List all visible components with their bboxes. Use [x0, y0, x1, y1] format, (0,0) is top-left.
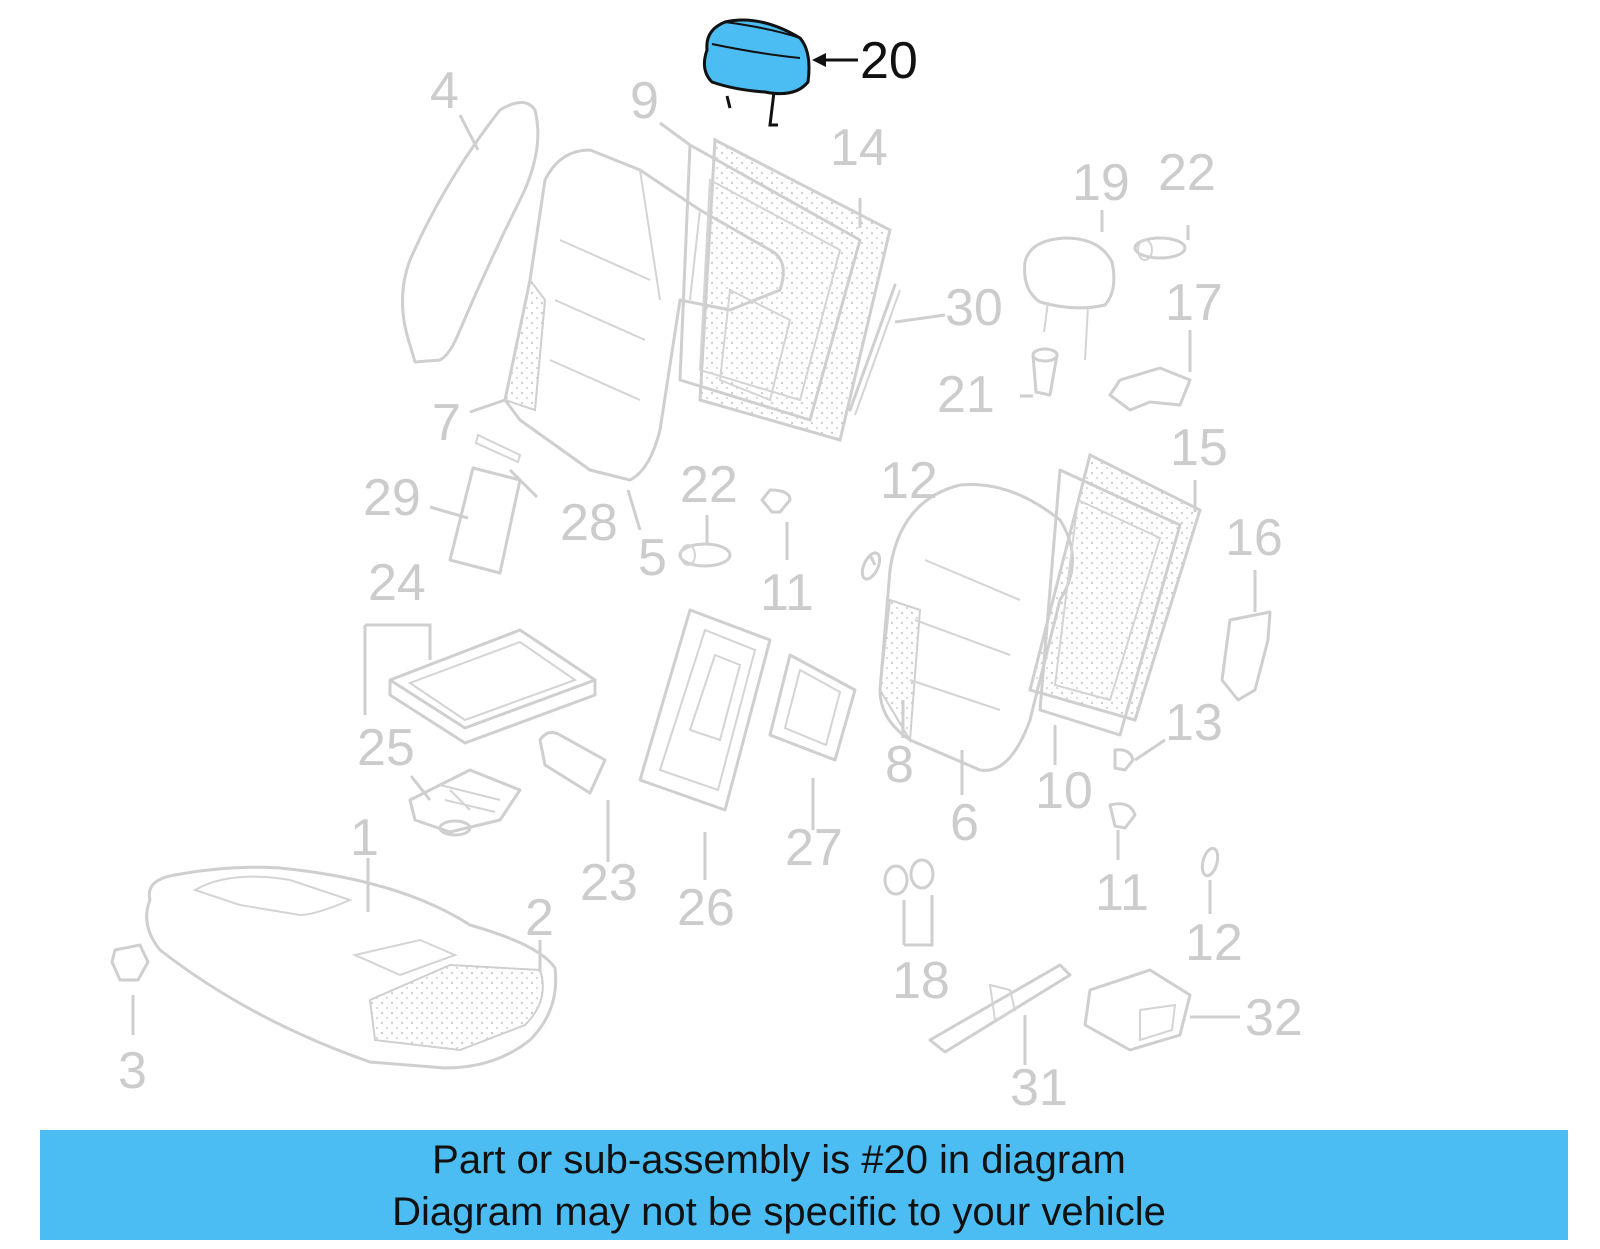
callout-leaders [131, 114, 1257, 1065]
callout-10: 10 [1035, 762, 1093, 820]
callout-17: 17 [1165, 274, 1223, 332]
part-31-rail [928, 963, 1072, 1054]
part-9-14-backrest-frame [678, 137, 901, 442]
callout-31: 31 [1010, 1059, 1068, 1117]
seat-parts-diagram: 1 2 3 4 5 6 7 8 9 10 11 11 12 12 13 14 1… [110, 18, 1303, 1117]
callout-23: 23 [580, 854, 638, 912]
callout-13: 13 [1165, 694, 1223, 752]
part-22-pin-upper [1133, 236, 1187, 261]
callout-15: 15 [1170, 419, 1228, 477]
banner-line-1: Part or sub-assembly is #20 in diagram [432, 1138, 1126, 1182]
part-17-cover [1108, 366, 1192, 412]
part-1-2-seat-cushion [145, 865, 558, 1070]
callout-28: 28 [560, 494, 618, 552]
part-27-bracket [768, 653, 857, 762]
callout-4: 4 [430, 62, 459, 120]
part-16-bracket [1220, 610, 1272, 702]
info-banner: Part or sub-assembly is #20 in diagram D… [40, 1130, 1568, 1240]
callout-20: 20 [860, 32, 918, 90]
callout-11-upper: 11 [760, 564, 814, 622]
part-3-clip [110, 943, 150, 982]
banner-line-2: Diagram may not be specific to your vehi… [392, 1190, 1166, 1234]
headrest-highlighted[interactable] [702, 18, 811, 127]
callout-16: 16 [1225, 509, 1283, 567]
part-12-ring-left [860, 551, 882, 581]
callout-26: 26 [677, 879, 735, 937]
callout-9: 9 [630, 72, 659, 130]
callout-32: 32 [1245, 989, 1303, 1047]
callout-7: 7 [432, 394, 461, 452]
part-6-8-right-backrest [878, 482, 1074, 772]
part-23-trim [538, 730, 607, 795]
part-4-side-bolster [401, 101, 540, 364]
callout-3: 3 [118, 1042, 147, 1100]
part-19-headrest [1023, 236, 1116, 361]
part-25-bracket [408, 768, 522, 837]
callout-29: 29 [363, 469, 421, 527]
callout-14: 14 [830, 119, 888, 177]
part-26-frame [638, 608, 772, 812]
callout-27: 27 [785, 819, 843, 877]
callout-22-lower: 22 [680, 456, 738, 514]
part-24-armrest [388, 628, 597, 745]
part-22-pin-lower [678, 542, 732, 568]
callout-21: 21 [937, 366, 995, 424]
part-13-clip [1113, 748, 1135, 772]
callout-25: 25 [357, 719, 415, 777]
callout-24: 24 [368, 554, 426, 612]
callout-6: 6 [950, 794, 979, 852]
part-29-panel [448, 466, 522, 575]
callout-30: 30 [945, 279, 1003, 337]
part-11-clip-lower [1108, 802, 1137, 830]
callout-8: 8 [885, 736, 914, 794]
callout-20-leader [812, 53, 858, 67]
part-28-strip [474, 433, 522, 464]
callout-numbers: 1 2 3 4 5 6 7 8 9 10 11 11 12 12 13 14 1… [118, 32, 1303, 1117]
part-21-guide [1031, 347, 1059, 397]
callout-11-lower: 11 [1095, 864, 1149, 922]
part-11-clip-upper [760, 488, 792, 514]
callout-22-upper: 22 [1158, 144, 1216, 202]
part-32-module [1083, 968, 1192, 1052]
part-18-buttons [883, 858, 935, 896]
callout-19: 19 [1072, 154, 1130, 212]
callout-2: 2 [525, 889, 554, 947]
callout-18: 18 [892, 952, 950, 1010]
callout-1: 1 [350, 809, 379, 867]
callout-12-upper: 12 [880, 452, 938, 510]
part-10-15-right-frame [1028, 452, 1202, 737]
part-12-ring-right [1200, 846, 1220, 878]
callout-5: 5 [638, 529, 667, 587]
callout-12-lower: 12 [1185, 914, 1243, 972]
